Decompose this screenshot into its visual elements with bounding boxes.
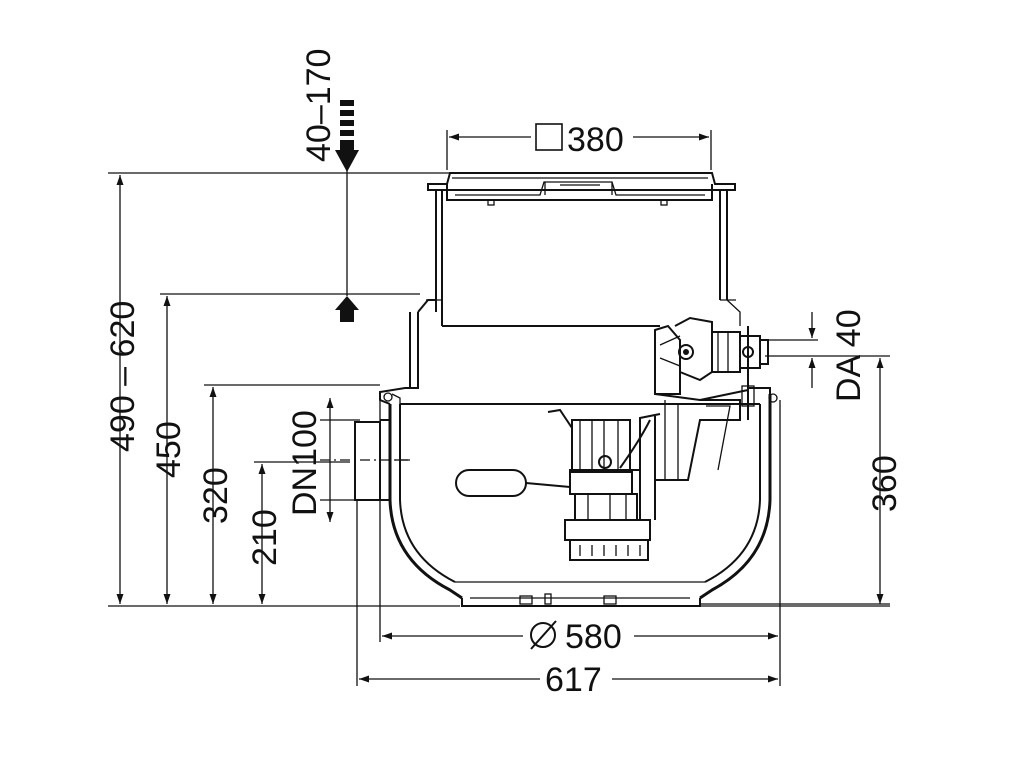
label-360: 360 [866, 455, 904, 512]
extension-lines [108, 130, 890, 686]
cover-frame [427, 172, 736, 206]
label-450: 450 [150, 421, 188, 478]
lifting-station [320, 172, 778, 607]
rim-bolts [383, 385, 778, 407]
label-inlet-dn: DN100 [286, 410, 324, 516]
label-outlet-da: DA 40 [830, 309, 868, 402]
label-320: 320 [197, 467, 235, 524]
label-diameter: 580 [565, 618, 622, 656]
tank-body [388, 394, 772, 607]
discharge-pipe [639, 324, 749, 520]
label-cover-size: 380 [567, 121, 624, 159]
label-210: 210 [246, 509, 284, 566]
label-adjust-range: 40–170 [300, 49, 338, 162]
pump [547, 408, 661, 561]
label-overall-width: 617 [545, 661, 602, 699]
dimension-labels: 40–170 490 – 620 450 320 210 DN100 DA 40… [104, 49, 904, 699]
telescopic-riser [426, 190, 736, 327]
label-total-height: 490 – 620 [104, 301, 142, 452]
float-switch [455, 469, 571, 497]
adjust-range-arrows [335, 100, 359, 322]
diameter-symbol [530, 620, 557, 650]
outlet-valve [659, 316, 769, 382]
square-symbol [535, 123, 563, 151]
